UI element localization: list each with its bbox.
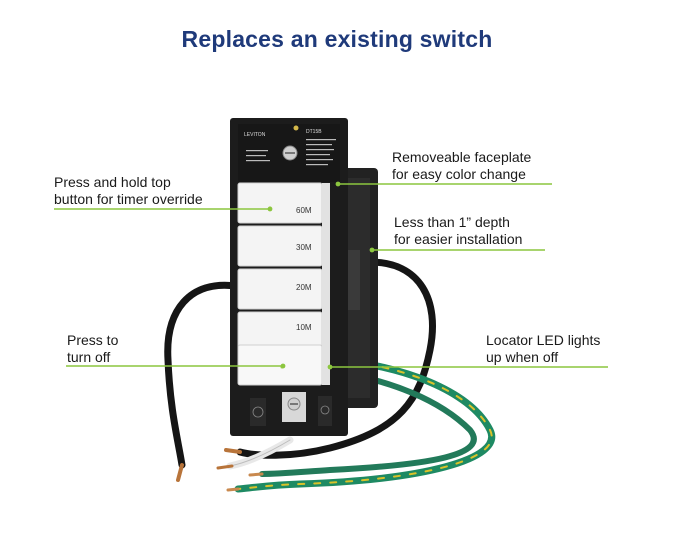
callout-turn-off: Press to turn off <box>67 332 119 365</box>
callout-faceplate: Removeable faceplate for easy color chan… <box>392 149 532 182</box>
model-label: DT15B <box>306 129 322 135</box>
page-title: Replaces an existing switch <box>181 26 493 52</box>
faceplate-edge <box>322 183 330 385</box>
svg-text:10M: 10M <box>296 323 312 332</box>
callout-lines <box>54 183 608 368</box>
wires <box>164 258 496 493</box>
button-off <box>237 344 323 386</box>
svg-text:30M: 30M <box>296 243 312 252</box>
black-wire-left <box>164 281 240 469</box>
button-60m <box>237 182 323 224</box>
callout-locator-led: Locator LED lights up when off <box>486 332 601 365</box>
timer-buttons: 60M 30M 20M 10M <box>237 182 323 386</box>
callout-dots <box>267 181 375 370</box>
callout-timer-override: Press and hold top button for timer over… <box>54 174 203 207</box>
black-wire-right <box>236 258 436 459</box>
svg-text:60M: 60M <box>296 206 312 215</box>
callout-depth: Less than 1” depth for easier installati… <box>394 214 523 247</box>
brand-label: LEVITON <box>244 132 266 138</box>
svg-text:20M: 20M <box>296 283 312 292</box>
